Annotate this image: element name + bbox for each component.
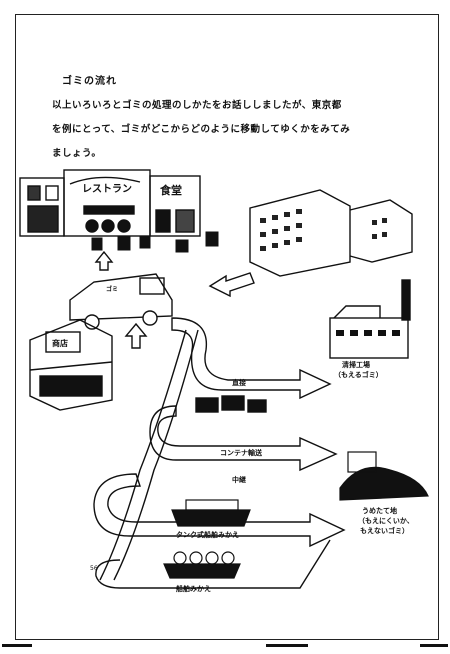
transfer-band [95,539,331,589]
shops-illustration [19,169,201,237]
arrow-apartments-to-truck [208,272,255,298]
apartments-illustration [249,189,413,277]
label-landfill-sub2: もえないゴミ） [360,527,409,535]
garbage-truck-illustration [69,273,173,330]
store-sign: 商店 [52,339,68,348]
container-truck-band [149,395,338,472]
landfill-illustration [339,451,429,501]
label-incinerator-sub: （もえるゴミ） [334,371,383,379]
label-barge-tank: タンク式船舶みかえ [176,531,239,539]
label-landfill-sub1: （もえにくいか、 [358,517,414,525]
page-border [15,14,439,640]
diner-sign: 食堂 [160,184,182,197]
flow-trunk-path [99,329,187,581]
page-number: 56 [90,565,98,572]
label-incinerator: 清掃工場 [342,361,370,369]
body-line-2: を例にとって、ゴミがどこからどのように移動してゆくかをみてみ [52,124,351,135]
flow-trunk-path-outer [113,329,199,581]
label-direct: 直接 [232,379,246,387]
incinerator-illustration [329,279,411,359]
transfer-barge-illustration [163,551,241,579]
truck-label: ゴミ [106,286,119,293]
section-title: ゴミの流れ [62,76,117,87]
label-barge-transfer: 船舶みかえ [176,585,211,593]
body-line-1: 以上いろいろとゴミの処理のしかたをお話ししましたが、東京都 [52,100,342,111]
flow-direct-path [171,317,332,400]
label-landfill: うめたて地 [362,507,397,515]
label-relay: 中継 [232,476,246,484]
arrow-store-to-truck [124,322,148,349]
label-container: コンテナ輸送 [220,449,262,457]
relay-band [93,473,346,548]
restaurant-sign: レストラン [82,184,132,195]
store-illustration [29,319,113,411]
section-body: 以上いろいろとゴミの処理のしかたをお話ししましたが、東京都 を例にとって、ゴミが… [52,94,388,166]
arrow-shops-to-truck [94,250,114,271]
tank-barge-illustration [171,499,251,527]
body-line-3: ましょう。 [52,148,102,159]
bottom-crop-marks [0,644,450,654]
garbage-cans [91,231,219,253]
